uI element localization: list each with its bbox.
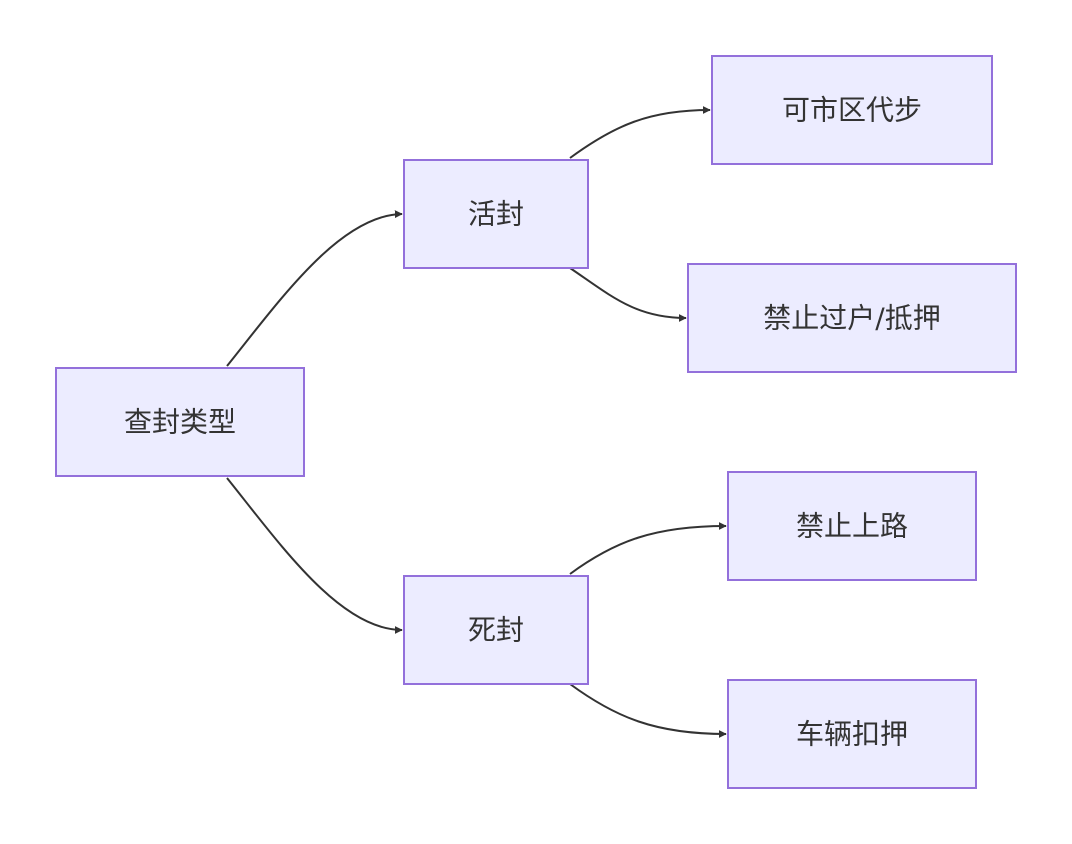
node-label: 活封: [468, 198, 524, 231]
node-impound: 车辆扣押: [727, 679, 977, 789]
node-label: 禁止上路: [796, 510, 908, 543]
edge-active-seal-to-no-transfer: [569, 267, 687, 322]
edge-dead-seal-to-impound: [569, 683, 727, 738]
node-dead-seal: 死封: [403, 575, 589, 685]
node-box: [727, 471, 977, 581]
node-no-transfer: 禁止过户/抵押: [687, 263, 1017, 373]
edge-dead-seal-to-no-road: [569, 522, 727, 575]
edges-group: [226, 106, 727, 738]
node-box: [687, 263, 1017, 373]
node-root: 查封类型: [55, 367, 305, 477]
node-no-road: 禁止上路: [727, 471, 977, 581]
node-label: 车辆扣押: [796, 718, 908, 751]
edge-active-seal-to-city-driving: [569, 106, 711, 159]
node-box: [55, 367, 305, 477]
node-label: 可市区代步: [782, 94, 922, 127]
node-box: [711, 55, 993, 165]
node-label: 死封: [468, 614, 524, 647]
node-label: 查封类型: [124, 406, 236, 439]
node-box: [727, 679, 977, 789]
node-box: [403, 159, 589, 269]
node-active-seal: 活封: [403, 159, 589, 269]
node-label: 禁止过户/抵押: [763, 302, 940, 335]
edge-root-to-active-seal: [226, 210, 403, 367]
node-city-driving: 可市区代步: [711, 55, 993, 165]
edge-root-to-dead-seal: [226, 477, 403, 634]
node-box: [403, 575, 589, 685]
